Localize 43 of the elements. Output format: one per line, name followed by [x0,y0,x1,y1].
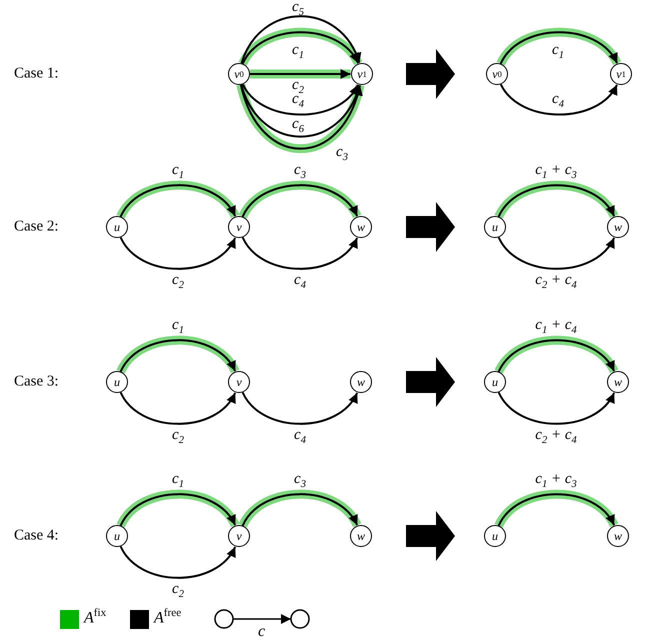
case-label: Case 4: [14,528,59,544]
edge-label: c$_{2}$ [172,582,184,600]
graph-vertex: w [350,216,372,238]
edge-label: c$_{2}$ + c$_{4}$ [535,272,577,292]
edge-label: c$_{1}$ + c$_{4}$ [535,318,577,336]
legend-label: A$^{fix}$ [84,608,106,626]
graph-vertex: u [106,525,128,547]
graph-vertex: v [228,525,250,547]
graph-vertex: w [350,371,372,393]
edge-label: c$_{4}$ [294,272,306,292]
edge-label: c$_{2}$ + c$_{4}$ [535,428,577,446]
edge-label: c$_{4}$ [294,428,306,446]
graph-vertex: w [607,371,629,393]
graph-vertex: u [484,371,506,393]
edge-label: c$_{1}$ + c$_{3}$ [535,472,577,490]
graph-vertex: u [106,216,128,238]
graph-vertex: w [607,525,629,547]
case-label: Case 1: [14,66,59,82]
graph-vertex: u [484,525,506,547]
graph-vertex: v [228,216,250,238]
edge-label: c$_{2}$ [172,272,184,292]
legend-label: A$^{free}$ [154,608,182,626]
edge-label: c$_{1}$ [552,42,564,62]
edge-label: c$_{1}$ [292,42,304,62]
edge-label: c$_{3}$ [294,162,306,182]
legend-label: c [258,624,266,640]
edge-label: c$_{6}$ [292,116,304,136]
case-label: Case 3: [14,374,59,390]
graph-vertex: v [228,371,250,393]
edge-label: c$_{5}$ [292,0,304,18]
edge-label: c$_{1}$ [172,318,184,336]
edge-label: c$_{3}$ [294,472,306,490]
case-label: Case 2: [14,218,59,236]
edge-label: c$_{2}$ [172,428,184,446]
graph-vertex: w [607,216,629,238]
graph-vertex: w [350,525,372,547]
graph-vertex: u [484,216,506,238]
edge-label: c$_{1}$ + c$_{3}$ [535,162,577,182]
edge-label: c$_{1}$ [172,162,184,182]
edge-label: c$_{4}$ [552,92,564,110]
edge-label: c$_{3}$ [336,144,348,164]
graph-vertex: u [106,371,128,393]
edge-label: c$_{1}$ [172,472,184,490]
